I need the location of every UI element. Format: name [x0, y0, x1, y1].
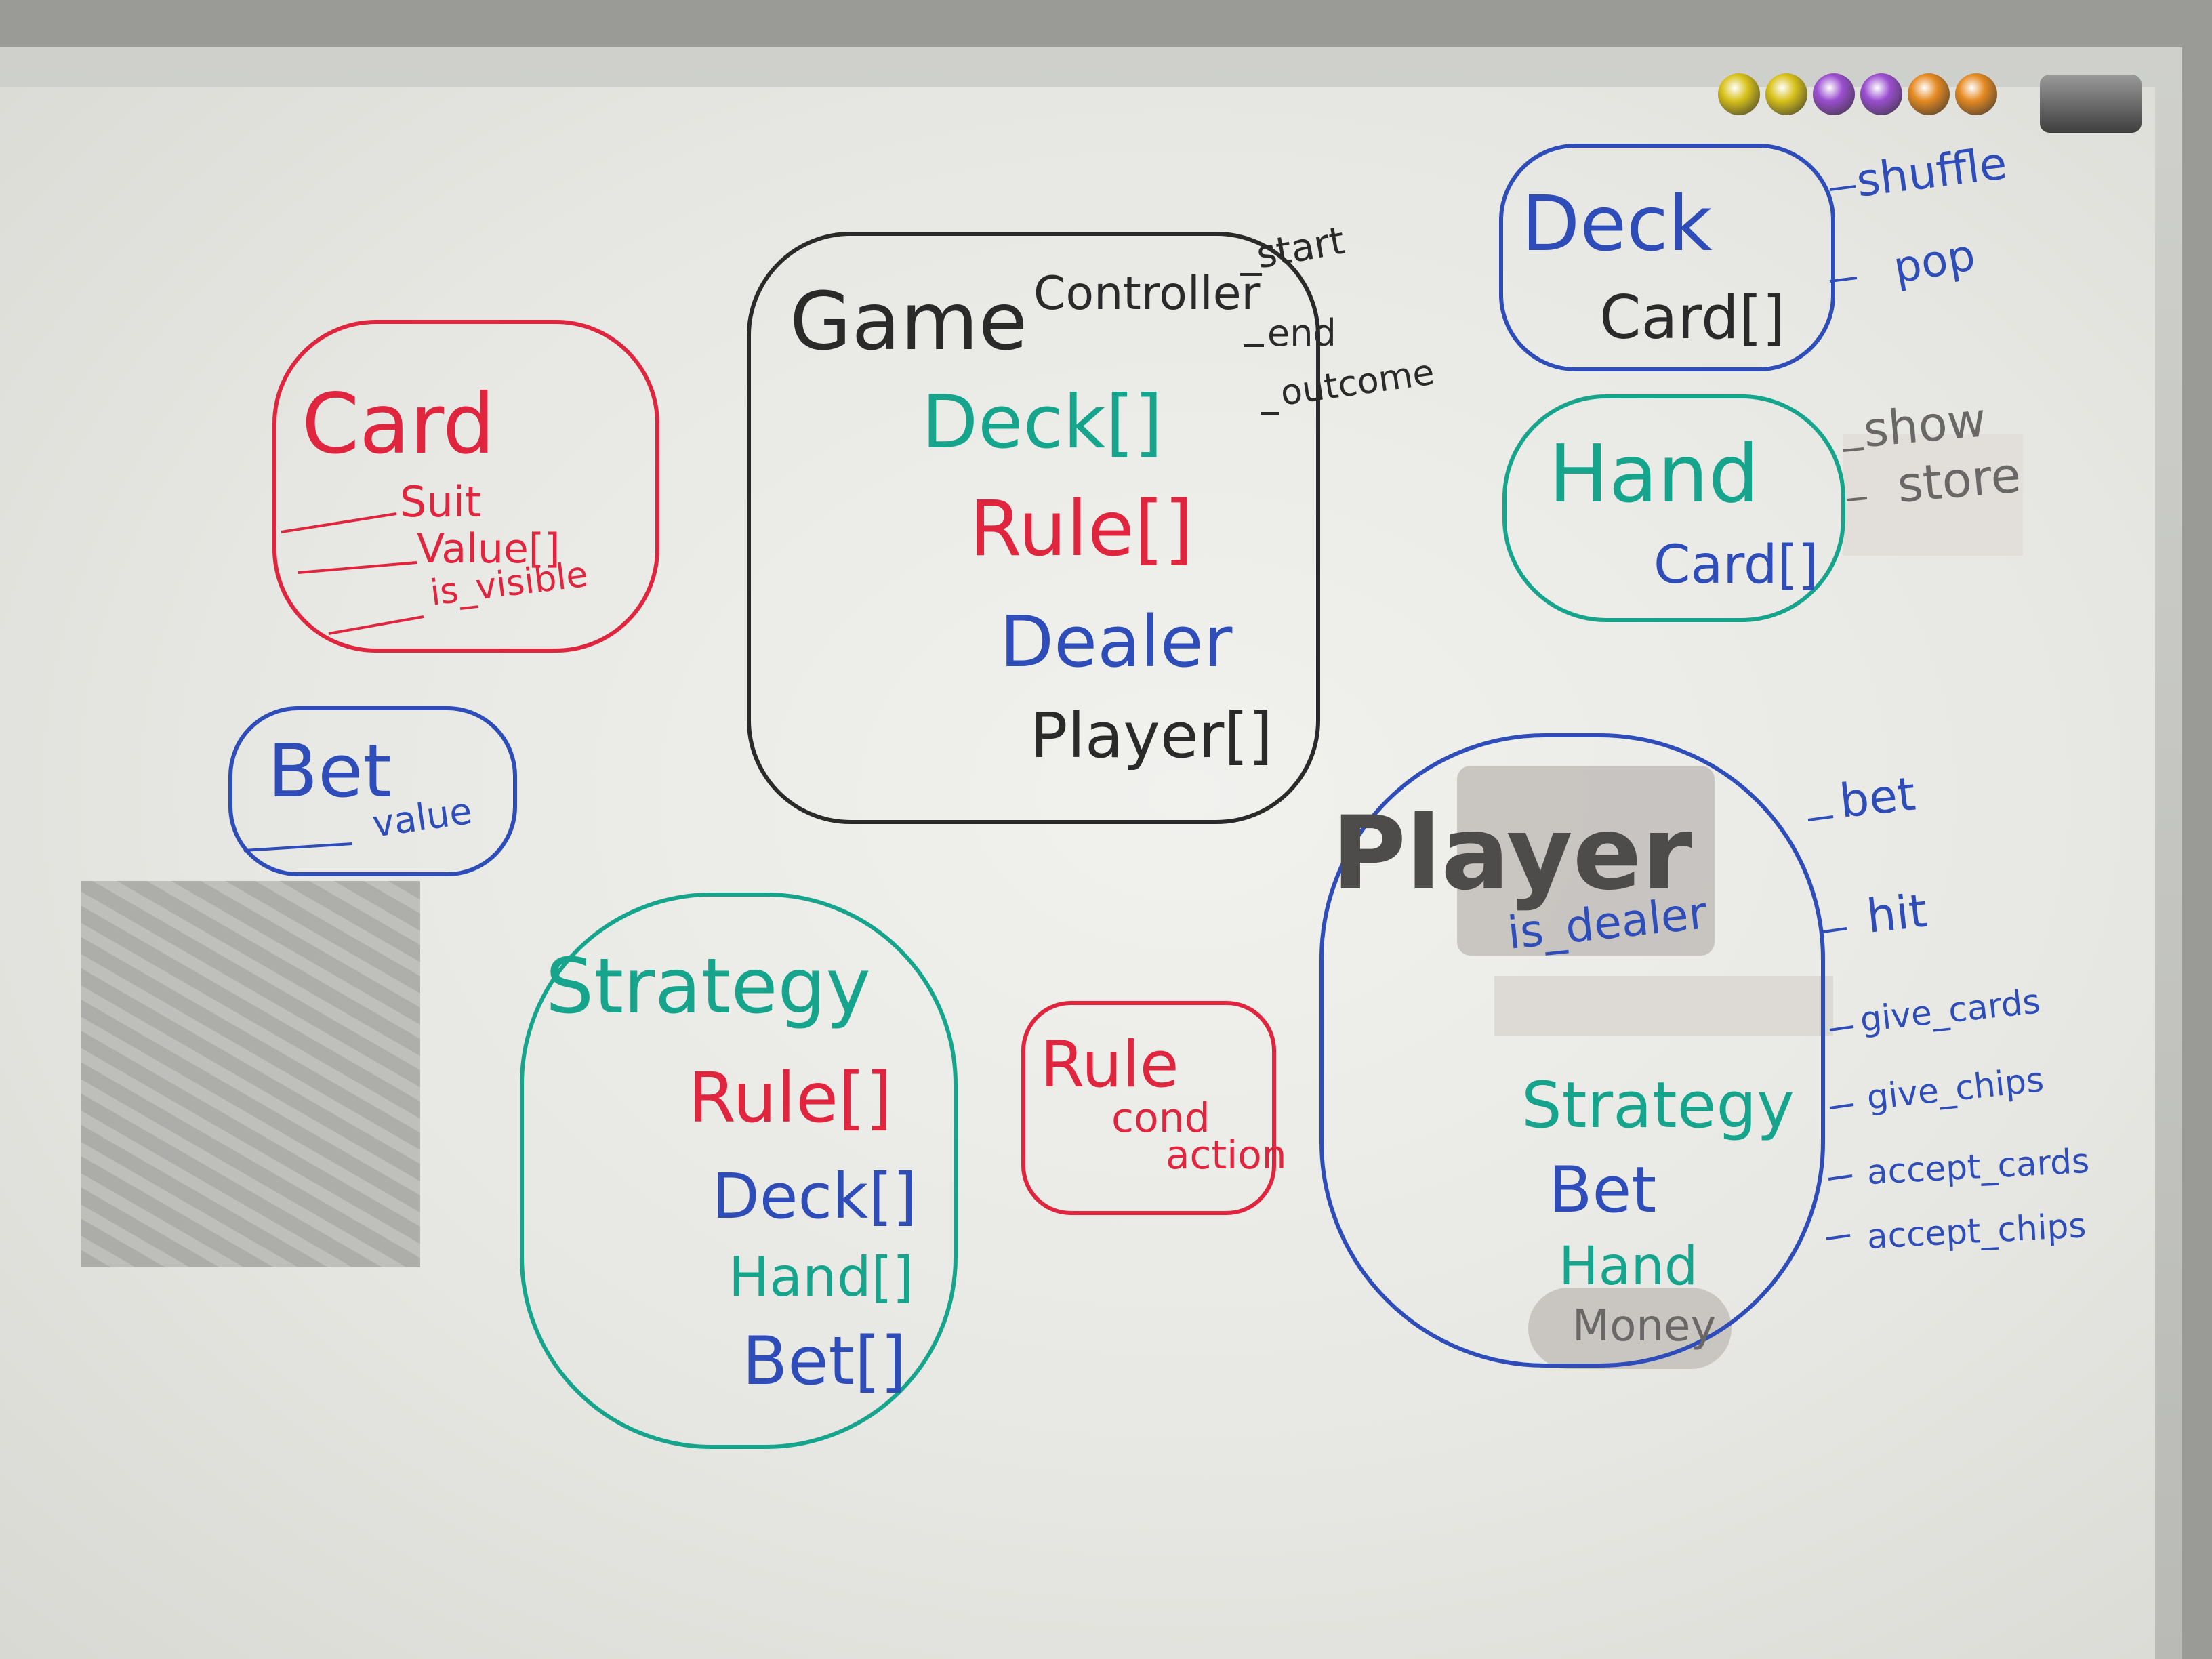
game-box [747, 232, 1320, 824]
connector-line [1829, 1025, 1854, 1031]
rule-field: cond [1111, 1094, 1210, 1142]
connector-line [243, 842, 353, 852]
magnet-icon [1718, 73, 1760, 115]
connector-line [1826, 1234, 1851, 1240]
erased-patch [1843, 434, 2023, 556]
connector-line [281, 512, 397, 533]
connector-line [1829, 276, 1858, 283]
connector-line [328, 615, 424, 635]
connector-line [1829, 1103, 1854, 1109]
deck-field: Card[] [1599, 283, 1786, 352]
player-box [1319, 733, 1825, 1368]
deck-title: Deck [1521, 180, 1713, 268]
player-field: Strategy [1521, 1069, 1795, 1143]
magnet-icon [1765, 73, 1807, 115]
controller-label: Controller [1033, 267, 1261, 321]
game-title: Game [790, 274, 1028, 368]
bet-box [228, 706, 517, 876]
hand-title: Hand [1549, 427, 1759, 520]
card-field: Value[] [417, 525, 560, 573]
magnet-icon [1908, 73, 1950, 115]
strategy-field: Rule[] [688, 1058, 893, 1139]
connector-line [1828, 1174, 1853, 1181]
hand-method: store [1895, 446, 2024, 514]
player-method: bet [1837, 767, 1919, 829]
connector-line [1843, 447, 1864, 452]
hand-method: show [1861, 392, 1988, 458]
strategy-field: Deck[] [712, 1160, 918, 1233]
strategy-field: Hand[] [729, 1246, 914, 1309]
rule-box [1021, 1001, 1276, 1215]
bet-title: Bet [268, 729, 392, 814]
strategy-field: Bet[] [742, 1323, 907, 1400]
rule-title: Rule [1040, 1028, 1179, 1102]
erased-patch [1494, 976, 1833, 1036]
smudge-patch [81, 881, 420, 1267]
magnet-icon [1813, 73, 1855, 115]
binder-clip-icon [2040, 75, 2142, 133]
connector-line [1822, 927, 1847, 933]
connector-line [1846, 497, 1868, 501]
rule-field: action [1166, 1132, 1287, 1178]
player-method: hit [1864, 884, 1930, 944]
player-field: Bet [1549, 1153, 1657, 1227]
player-field: Money [1572, 1301, 1717, 1351]
erased-patch [1528, 1288, 1732, 1369]
magnet-icon [1860, 73, 1902, 115]
connector-line [1829, 185, 1856, 191]
hand-field: Card[] [1654, 535, 1819, 596]
hand-box [1502, 394, 1845, 622]
strategy-title: Strategy [546, 943, 871, 1031]
player-title: Player [1332, 795, 1692, 913]
card-box [272, 320, 659, 653]
magnet-icon [1955, 73, 1997, 115]
player-field: Hand [1559, 1236, 1698, 1297]
connector-line [1807, 815, 1834, 821]
game-method: end [1267, 312, 1336, 354]
deck-method: pop [1889, 230, 1980, 294]
card-field: Suit [400, 477, 482, 527]
strategy-box [520, 893, 958, 1449]
connector-line [298, 561, 417, 574]
game-field: Rule[] [969, 485, 1194, 573]
deck-box [1499, 144, 1835, 371]
game-field: Dealer [1000, 600, 1233, 683]
game-field: Player[] [1030, 699, 1273, 772]
erased-patch [1457, 766, 1715, 956]
card-title: Card [302, 376, 495, 472]
game-field: Deck[] [922, 380, 1163, 465]
